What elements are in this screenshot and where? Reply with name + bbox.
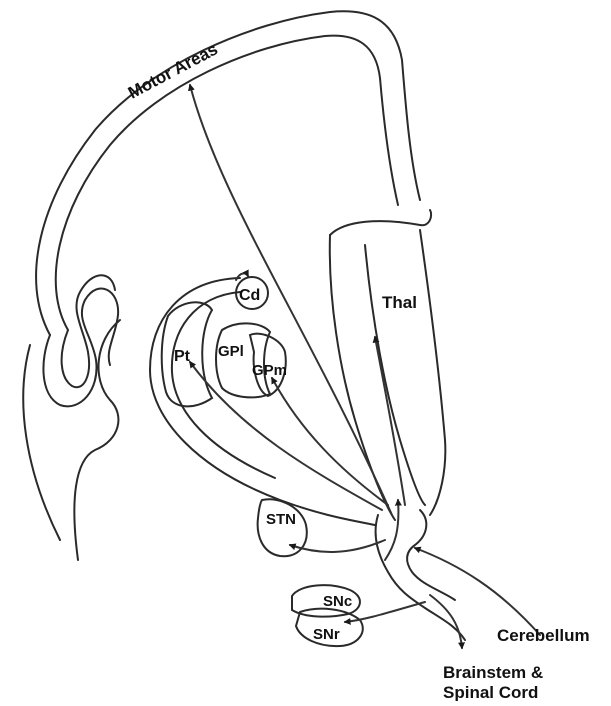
label-stn: STN	[266, 511, 296, 528]
fiber-to-motor-areas	[190, 85, 392, 515]
cortex-lower-inner	[74, 320, 120, 560]
label-brainstem-line2: Spinal Cord	[443, 683, 538, 701]
label-snr: SNr	[313, 626, 340, 643]
globus-pallidus	[216, 323, 286, 397]
label-cd: Cd	[239, 287, 260, 304]
label-cerebellum: Cerebellum	[497, 626, 590, 645]
thalamus-inner	[365, 245, 425, 505]
cortex-lower	[23, 320, 120, 560]
thalamus-right	[420, 230, 445, 515]
thalamus-top	[330, 210, 431, 235]
label-gpm: GPm	[252, 362, 287, 379]
thalamus-region	[330, 210, 446, 520]
fiber-to-thal	[375, 337, 405, 505]
fiber-to-pt	[190, 362, 382, 510]
fiber-from-cerebellum	[415, 548, 540, 635]
label-pt: Pt	[174, 348, 191, 365]
fiber-into-thal-from-below	[385, 500, 398, 560]
cortex-fold-inner	[62, 275, 115, 387]
brainstem-pathway	[376, 510, 465, 640]
label-thal: Thal	[382, 293, 417, 312]
label-gpl: GPl	[218, 343, 244, 360]
cortex-lower-outer	[23, 345, 60, 540]
label-snc: SNc	[323, 593, 352, 610]
diagram-labels: Motor Areas Thal Cd Pt GPl GPm STN SNc S…	[125, 39, 590, 701]
cortex-outer-edge	[36, 11, 420, 335]
label-motor-areas: Motor Areas	[125, 39, 221, 102]
brainstem-left	[376, 515, 465, 640]
fiber-to-gpm	[272, 378, 388, 505]
label-brainstem-line1: Brainstem &	[443, 663, 543, 682]
projection-fibers	[190, 85, 540, 648]
cortex-fold	[43, 288, 118, 406]
